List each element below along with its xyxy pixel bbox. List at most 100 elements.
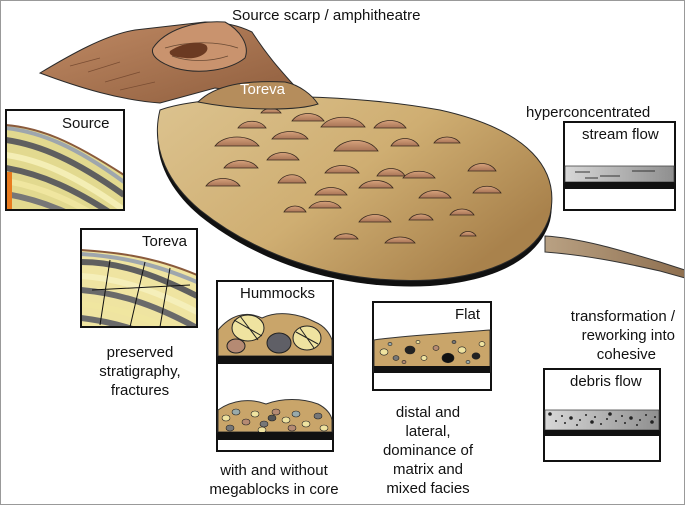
hummock-mound [472, 185, 502, 194]
toreva-deposit-label: Toreva [240, 81, 286, 98]
transformation-line-3: cohesive [597, 346, 656, 363]
flat-box: Flat [372, 301, 492, 391]
clast [564, 422, 566, 424]
hummock-mound [266, 152, 300, 161]
clast [250, 410, 260, 418]
distal-caption: distal and lateral, dominance of matrix … [383, 404, 474, 497]
clast [225, 424, 235, 432]
clast [594, 416, 596, 418]
debris-flow-box: debris flow [543, 368, 661, 462]
clast [241, 418, 251, 426]
toreva-box-title: Toreva [142, 233, 188, 250]
clast [267, 414, 277, 422]
clast [231, 408, 241, 416]
clast [645, 414, 647, 416]
clast [221, 414, 231, 422]
preserved-line-2: stratigraphy, [99, 363, 180, 380]
hummock-mound [205, 178, 241, 187]
hyperconcentrated-title-1: hyperconcentrated [526, 104, 650, 121]
hummock-mound [384, 236, 416, 244]
transformation-caption: transformation / reworking into cohesive [571, 308, 676, 363]
hummock-mound [308, 200, 342, 209]
hummock-mound [271, 131, 309, 140]
clast [621, 415, 623, 417]
source-scarp-label: Source scarp / amphitheatre [232, 7, 420, 24]
clast [569, 416, 573, 420]
hyperconcentrated-box: hyperconcentrated stream flow [526, 104, 676, 211]
hummock-mound [333, 233, 359, 240]
clast [576, 424, 578, 426]
hummock-mound [223, 160, 259, 169]
clast [478, 341, 486, 347]
hummocks-box-title: Hummocks [240, 285, 315, 302]
hummock-mound [467, 163, 497, 172]
clast [650, 420, 654, 424]
hummock-mound [283, 205, 307, 213]
clast [590, 420, 594, 424]
hummock-mound [402, 170, 436, 179]
clast [415, 340, 421, 344]
clast [639, 419, 641, 421]
distal-line-1: distal and [396, 404, 460, 421]
hummocks-group [205, 108, 502, 244]
clast [636, 424, 638, 426]
clast [291, 410, 301, 418]
hummocks-box: Hummocks [216, 280, 334, 452]
hyperconcentrated-title-2: stream flow [582, 126, 659, 143]
hummock-mound [314, 187, 348, 196]
clast [379, 348, 389, 356]
clast [392, 355, 400, 361]
clast [301, 420, 311, 428]
stream-channel [544, 235, 685, 279]
clast [600, 423, 602, 425]
clast [432, 345, 440, 351]
clast [420, 355, 428, 361]
megablocks-line-2: megablocks in core [209, 481, 338, 498]
clast [387, 342, 393, 346]
hummock-mound [373, 120, 407, 129]
preserved-caption: preserved stratigraphy, fractures [99, 344, 180, 399]
hummock-mound [320, 116, 366, 128]
toreva-block: Toreva [196, 81, 319, 110]
megablocks-caption: with and without megablocks in core [209, 462, 338, 498]
clast [654, 416, 656, 418]
distal-line-3: dominance of [383, 442, 474, 459]
distal-line-5: mixed facies [386, 480, 469, 497]
hummock-mound [324, 165, 360, 174]
debris-flow-title: debris flow [570, 373, 642, 390]
hummock-mound [291, 113, 325, 122]
preserved-line-3: fractures [111, 382, 169, 399]
clast [457, 346, 467, 354]
clast [579, 419, 581, 421]
clast [561, 415, 563, 417]
clast [555, 420, 557, 422]
clast [608, 412, 612, 416]
clast [624, 422, 626, 424]
preserved-line-1: preserved [107, 344, 174, 361]
megablock-2 [266, 332, 292, 354]
hummock-mound [333, 140, 379, 152]
hummock-mound [433, 136, 461, 144]
hummock-mound [277, 174, 307, 184]
clast [585, 414, 587, 416]
hummock-mound [390, 138, 420, 147]
clast [441, 352, 455, 364]
source-box-title: Source [62, 115, 110, 132]
toreva-box: Toreva [80, 228, 198, 328]
clast [259, 420, 269, 428]
hummock-mound [449, 208, 475, 216]
hummock-clasts [221, 408, 329, 434]
hummock-mound [214, 136, 260, 147]
source-box: Source [5, 109, 125, 211]
clast [629, 416, 633, 420]
source-dark-patch [169, 42, 208, 59]
transformation-line-1: transformation / [571, 308, 676, 325]
clast [606, 418, 608, 420]
hummock-mound [459, 231, 477, 237]
clast [319, 424, 329, 432]
clast [281, 416, 291, 424]
flat-clasts [379, 340, 486, 364]
clast [548, 412, 552, 416]
hummock-mound [358, 214, 392, 223]
